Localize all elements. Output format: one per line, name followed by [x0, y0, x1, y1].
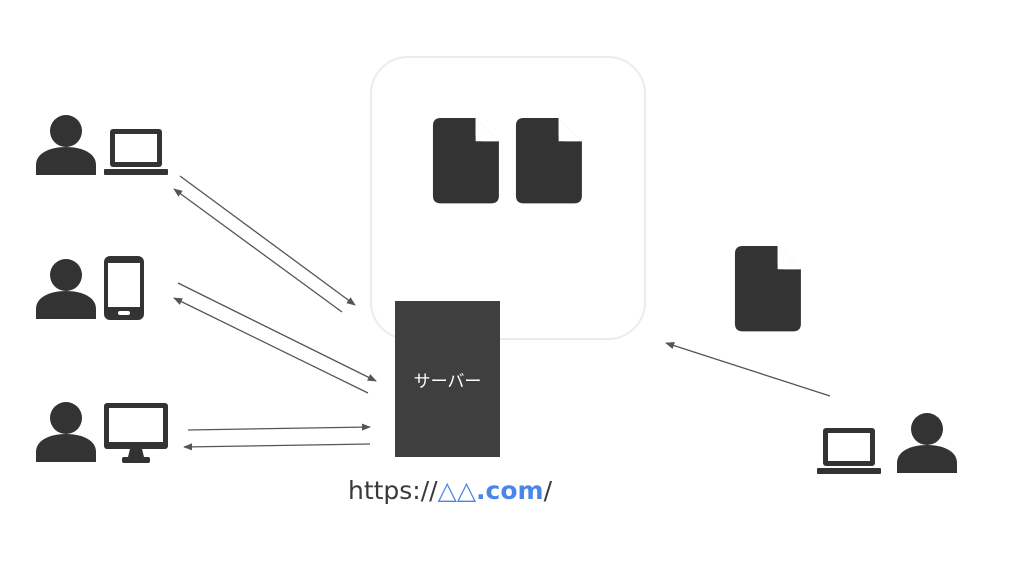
url-scheme: https://	[347, 476, 438, 505]
person-icon	[36, 115, 96, 175]
document-icon	[515, 118, 582, 204]
arrow-server-to-laptop	[173, 188, 343, 313]
person-icon	[36, 402, 96, 462]
server-label: サーバー	[413, 371, 482, 392]
arrow-desktop-to-server	[187, 423, 371, 431]
laptop-icon	[104, 129, 168, 175]
person-icon	[897, 413, 957, 473]
arrow-upload-to-storage	[665, 342, 831, 397]
person-icon	[36, 259, 96, 319]
server-box: サーバー	[395, 301, 500, 457]
arrow-phone-to-server	[177, 282, 377, 382]
arrow-laptop-to-server	[179, 175, 356, 306]
arrow-server-to-desktop	[183, 443, 371, 451]
desktop-monitor-icon	[104, 403, 168, 463]
document-icon	[734, 246, 801, 332]
arrow-server-to-phone	[173, 297, 369, 394]
document-icon	[432, 118, 499, 204]
url-suffix: .com	[476, 476, 544, 505]
url-trail: /	[543, 476, 553, 505]
url-domain: △△	[437, 476, 477, 505]
smartphone-icon	[104, 256, 144, 320]
laptop-icon	[817, 428, 881, 474]
file-storage-box	[370, 56, 646, 340]
server-url: https://△△.com/	[300, 476, 600, 505]
